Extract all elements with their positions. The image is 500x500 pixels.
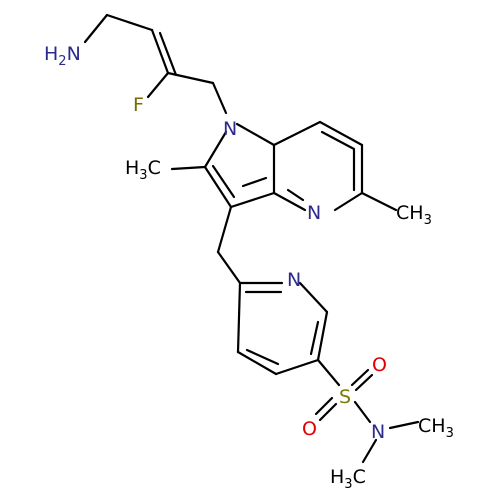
bond-line-0	[83, 13, 109, 44]
fluorine-label: F	[133, 94, 144, 116]
methyl-right-label: CH3	[396, 202, 432, 228]
bond-line-31	[236, 281, 242, 354]
bond-line-1	[105, 13, 154, 32]
bond-line-34	[245, 348, 280, 366]
bond-line-39	[314, 396, 334, 416]
n-methyl-right-label: CH3	[418, 415, 454, 441]
bond-line-5	[166, 71, 215, 85]
indole-nitrogen-label: N	[223, 118, 237, 140]
bond-line-40	[353, 400, 372, 424]
bond-line-35	[316, 358, 341, 387]
bond-line-33	[309, 320, 320, 356]
bond-line-9	[229, 191, 276, 209]
pyridine-nitrogen-label: N	[287, 269, 301, 291]
bond-line-4	[146, 71, 170, 99]
bond-line-30	[236, 350, 278, 376]
bond-line-6	[211, 81, 228, 115]
bond-line-41	[388, 420, 420, 430]
amine-label: H2N	[44, 43, 81, 69]
bond-line-27	[298, 281, 329, 314]
bond-line-28	[316, 310, 329, 362]
bond-line-2	[150, 28, 170, 75]
bond-line-3	[158, 31, 178, 77]
bond-line-36	[350, 368, 370, 387]
bond-line-11	[235, 122, 276, 147]
bond-line-38	[318, 402, 338, 422]
fused-pyridine-nitrogen-label: N	[307, 202, 321, 224]
bond-line-13	[241, 176, 268, 188]
bond-lines	[83, 13, 420, 464]
bond-line-7	[203, 130, 228, 169]
bond-line-23	[360, 191, 398, 212]
methyl-left-label: H3C	[125, 157, 161, 183]
bond-line-14	[272, 120, 322, 147]
bond-line-8	[203, 165, 233, 209]
bond-line-12	[211, 164, 236, 199]
bond-line-18	[272, 191, 307, 212]
bond-line-22	[170, 165, 207, 171]
bond-line-25	[216, 250, 242, 285]
bond-line-42	[361, 438, 378, 464]
sulfur-label: S	[339, 386, 351, 408]
bond-line-21	[286, 188, 305, 202]
bond-line-37	[354, 373, 374, 392]
oxygen-top-label: O	[372, 354, 387, 376]
n-methyl-bottom-label: H3C	[330, 466, 366, 492]
bond-line-24	[216, 205, 233, 254]
bond-line-19	[320, 130, 356, 151]
bond-line-17	[333, 191, 364, 212]
sulfonamide-nitrogen-label: N	[371, 421, 385, 443]
bond-line-29	[274, 358, 320, 376]
oxygen-bottom-label: O	[302, 418, 317, 440]
bond-line-15	[318, 120, 364, 147]
